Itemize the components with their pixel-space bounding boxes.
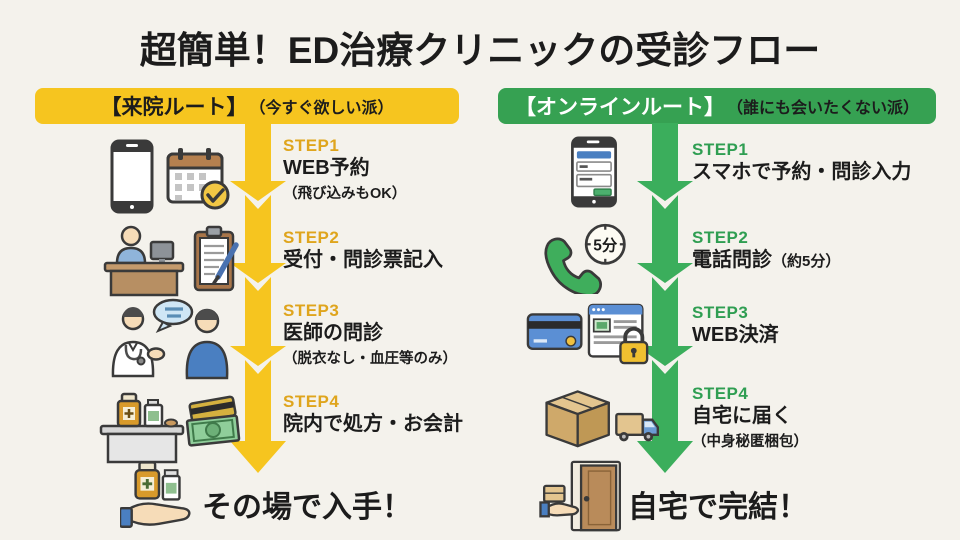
credit-card-web-payment-icon <box>526 303 649 365</box>
package-box-truck-icon <box>545 390 659 448</box>
visit-step-3-note: （脱衣なし・血圧等のみ） <box>283 351 457 367</box>
doctor-patient-icon <box>111 298 229 380</box>
online-step-2-suffix: （約5分） <box>772 253 841 270</box>
visit-step-3-title: 医師の問診 <box>283 322 383 344</box>
hand-medicine-icon <box>120 461 191 528</box>
online-step-2: STEP2 電話問診（約5分） <box>692 228 922 272</box>
online-route-subtitle: （誰にも会いたくない派） <box>726 100 919 117</box>
online-step-4: STEP4 自宅に届く （中身秘匿梱包） <box>692 384 922 451</box>
online-flow-arrow <box>637 123 693 473</box>
visit-step-2-title: 受付・問診票記入 <box>283 249 443 271</box>
visit-step-4: STEP4 院内で処方・お会計 <box>283 392 513 436</box>
visit-step-1: STEP1 WEB予約 （飛び込みもOK） <box>283 136 513 203</box>
online-step-3-title: WEB決済 <box>692 324 779 346</box>
online-route-title: 【オンラインルート】 <box>514 96 725 119</box>
online-step-3-label: STEP3 <box>692 303 749 322</box>
visit-step-1-note: （飛び込みもOK） <box>283 186 407 202</box>
visit-step-3-label: STEP3 <box>283 301 340 320</box>
page-title: 超簡単！ED治療クリニックの受診フロー <box>139 30 821 71</box>
visit-step-1-label: STEP1 <box>283 136 340 155</box>
online-step-2-label: STEP2 <box>692 228 749 247</box>
online-step-1: STEP1 スマホで予約・問診入力 <box>692 140 922 184</box>
visit-result-text: その場で入手！ <box>202 491 412 524</box>
visit-flow-arrow <box>230 123 286 473</box>
visit-route-title: 【来院ルート】 <box>100 96 248 119</box>
online-step-4-note: （中身秘匿梱包） <box>692 434 808 450</box>
reception-desk-icon <box>103 225 239 297</box>
visit-step-3: STEP3 医師の問診 （脱衣なし・血圧等のみ） <box>283 301 513 368</box>
online-step-4-title: 自宅に届く <box>692 405 792 427</box>
medicine-payment-icon <box>99 392 241 464</box>
online-step-1-title: スマホで予約・問診入力 <box>692 161 912 183</box>
online-step-1-label: STEP1 <box>692 140 749 159</box>
visit-step-1-title: WEB予約 <box>283 157 370 179</box>
visit-step-2-label: STEP2 <box>283 228 340 247</box>
visit-step-4-label: STEP4 <box>283 392 340 411</box>
smartphone-form-icon <box>571 136 617 208</box>
home-delivery-door-icon <box>539 460 621 532</box>
online-result-text: 自宅で完結！ <box>628 491 808 524</box>
phone-call-clock-icon: 5分 <box>544 223 626 294</box>
smartphone-calendar-icon <box>110 139 230 214</box>
visit-route-header: 【来院ルート】 （今すぐ欲しい派） <box>35 88 459 124</box>
online-step-2-title: 電話問診（約5分） <box>692 249 841 271</box>
visit-step-2: STEP2 受付・問診票記入 <box>283 228 513 272</box>
online-step-3: STEP3 WEB決済 <box>692 303 922 347</box>
visit-route-subtitle: （今すぐ欲しい派） <box>249 100 394 117</box>
clock-minutes-label: 5分 <box>593 237 618 255</box>
visit-step-4-title: 院内で処方・お会計 <box>283 413 463 435</box>
online-step-4-label: STEP4 <box>692 384 749 403</box>
online-route-header: 【オンラインルート】 （誰にも会いたくない派） <box>498 88 936 124</box>
